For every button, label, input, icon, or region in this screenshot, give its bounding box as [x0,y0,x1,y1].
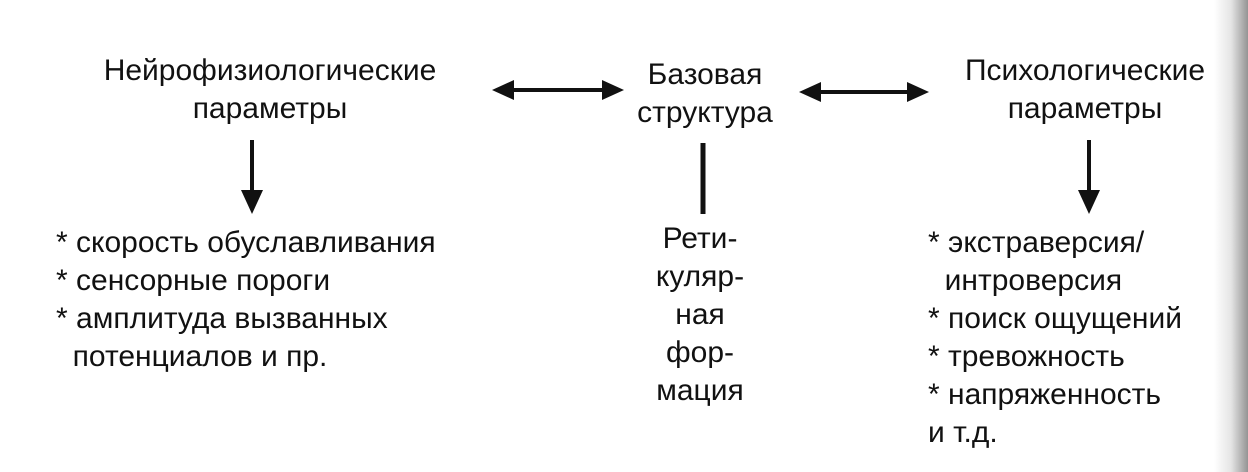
scan-shadow-edge [1214,0,1248,472]
list-item: * тревожность [928,340,1125,373]
list-item: фор- [665,336,735,369]
psych-parameter-list: * экстраверсия/ интроверсия * поиск ощущ… [928,224,1182,452]
list-item: и т.д. [928,416,998,449]
list-item: * напряженность [928,378,1162,411]
neuro-parameter-list: * скорость обуславливания * сенсорные по… [56,224,436,376]
list-item: мация [656,374,744,407]
bidirectional-arrow-neuro-base [492,80,624,100]
node-neuro-line1: Нейрофизиологические [103,54,437,87]
bidirectional-arrow-base-psych [799,82,929,102]
node-psych-line2: параметры [1007,92,1163,125]
down-arrow-psych [1078,140,1100,214]
list-item: * амплитуда вызванных [56,302,388,335]
node-base-structure: Базовая структура [610,56,800,132]
list-item: Рети- [662,222,738,255]
list-item: * скорость обуславливания [56,226,436,259]
node-psych-parameters: Психологические параметры [935,52,1235,128]
node-base-line2: структура [637,96,773,129]
list-item: * экстраверсия/ [928,226,1145,259]
node-neuro-line2: параметры [192,92,348,125]
list-item: * сенсорные пороги [56,264,331,297]
node-neuro-parameters: Нейрофизиологические параметры [55,52,485,128]
list-item: куляр- [655,260,745,293]
node-psych-line1: Психологические [964,54,1206,87]
list-item: ная [675,298,725,331]
list-item: потенциалов и пр. [56,340,328,373]
down-arrow-neuro [241,140,263,214]
list-item: интроверсия [928,264,1123,297]
node-base-line1: Базовая [647,58,763,91]
reticular-formation-label: Рети- куляр- ная фор- мация [630,220,770,410]
list-item: * поиск ощущений [928,302,1182,335]
